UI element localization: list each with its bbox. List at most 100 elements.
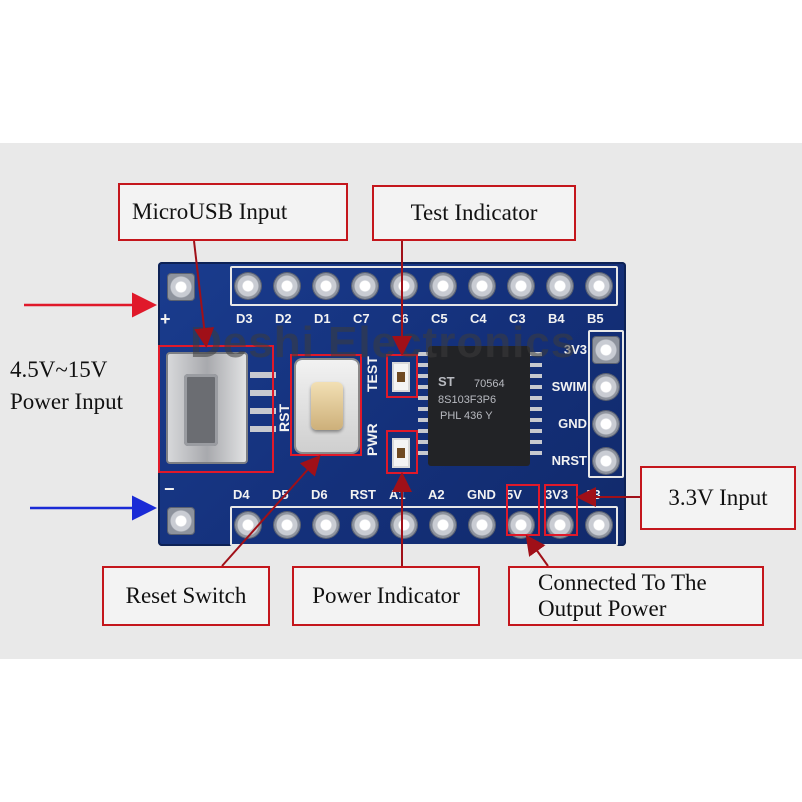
bottom-pin-label: A1 [389, 487, 406, 502]
power-led [392, 438, 410, 468]
connected-output-callout: Connected To The Output Power [508, 566, 764, 626]
bottom-pin-3v3 [547, 512, 573, 538]
stm8-chip: ST 70564 8S103F3P6 PHL 436 Y [428, 346, 530, 466]
connected-output-line2: Output Power [538, 596, 667, 621]
microusb-port-opening [184, 374, 218, 446]
test-indicator-label: Test Indicator [410, 200, 538, 225]
power-led-die [397, 448, 405, 458]
chip-leg [418, 363, 430, 367]
top-pin-c7 [352, 273, 378, 299]
bottom-pin-rst [352, 512, 378, 538]
top-pin-label: C3 [509, 311, 526, 326]
3v3-input-callout: 3.3V Input [640, 466, 796, 530]
power-indicator-label: Power Indicator [312, 583, 460, 608]
connected-output-line1: Connected To The [538, 570, 707, 595]
chip-leg [530, 363, 542, 367]
reset-switch-cap [311, 382, 343, 430]
chip-leg [418, 451, 430, 455]
bottom-pin-gnd [469, 512, 495, 538]
side-pin-label: GND [558, 416, 587, 431]
reset-switch-callout: Reset Switch [102, 566, 270, 626]
chip-marking-line: 8S103F3P6 [438, 394, 497, 406]
top-header-frame [230, 266, 618, 306]
chip-leg [530, 374, 542, 378]
chip-leg [418, 374, 430, 378]
power-input-line1: 4.5V~15V [10, 357, 108, 382]
bottom-pin-label: D6 [311, 487, 328, 502]
side-pin-swim [593, 374, 619, 400]
bottom-pin-label: A3 [584, 487, 601, 502]
watermark: Deshi Electronics [190, 318, 577, 367]
3v3-input-label: 3.3V Input [668, 485, 768, 510]
top-pin-label: B5 [587, 311, 604, 326]
3v3-pin-highlight [544, 484, 578, 536]
usb-lead [250, 390, 276, 396]
chip-leg [418, 396, 430, 400]
top-pin-c5 [430, 273, 456, 299]
top-pin-label: D1 [314, 311, 331, 326]
usb-lead [250, 426, 276, 432]
chip-leg [418, 440, 430, 444]
chip-marking-line: 70564 [474, 378, 505, 390]
test-indicator-callout: Test Indicator [372, 185, 576, 241]
side-pin-label: 3V3 [563, 342, 587, 357]
usb-lead [250, 408, 276, 414]
power-indicator-callout: Power Indicator [292, 566, 480, 626]
chip-leg [418, 385, 430, 389]
plus-power-pad [168, 274, 194, 300]
side-pin-nrst [593, 448, 619, 474]
top-pin-label: C5 [431, 311, 448, 326]
side-pin-label: NRST [551, 453, 587, 468]
power-input-line2: Power Input [10, 389, 124, 414]
top-pin-label: D2 [275, 311, 292, 326]
microusb-highlight [158, 345, 274, 473]
test-led [392, 362, 410, 392]
side-header-frame [588, 330, 624, 478]
5v-pin-highlight [506, 484, 540, 536]
chip-leg [530, 407, 542, 411]
bottom-pin-label: RST [350, 487, 376, 502]
bottom-pin-d5 [274, 512, 300, 538]
chip-leg [530, 352, 542, 356]
bottom-pin-label: D5 [272, 487, 289, 502]
top-pin-d2 [274, 273, 300, 299]
top-pin-label: D3 [236, 311, 253, 326]
chip-leg [530, 396, 542, 400]
side-pin-3v3 [593, 337, 619, 363]
bottom-pin-d6 [313, 512, 339, 538]
top-pin-c6 [391, 273, 417, 299]
chip-logo: ST [438, 374, 455, 389]
test-led-die [397, 372, 405, 382]
usb-lead [250, 372, 276, 378]
minus-silk-label: − [164, 479, 175, 499]
chip-leg [418, 407, 430, 411]
bottom-pin-a2 [430, 512, 456, 538]
top-pin-d3 [235, 273, 261, 299]
side-pin-gnd [593, 411, 619, 437]
top-pin-label: B4 [548, 311, 565, 326]
chip-leg [418, 418, 430, 422]
bottom-pin-label: 3V3 [545, 487, 569, 502]
chip-leg [530, 429, 542, 433]
chip-leg [418, 352, 430, 356]
bottom-pin-a3 [586, 512, 612, 538]
minus-power-pad [168, 508, 194, 534]
pwr-silk-label: PWR [364, 423, 380, 456]
reset-switch [296, 360, 358, 452]
top-pin-label: C4 [470, 311, 487, 326]
side-pin-label: SWIM [551, 379, 587, 394]
chip-leg [530, 451, 542, 455]
bottom-pin-label: A2 [428, 487, 445, 502]
microusb-connector [166, 352, 248, 464]
bottom-pin-label: 5V [506, 487, 522, 502]
microusb-input-label: MicroUSB Input [132, 199, 288, 224]
top-pin-c4 [469, 273, 495, 299]
chip-leg [530, 440, 542, 444]
microusb-input-callout: MicroUSB Input [118, 183, 348, 241]
top-pin-label: C7 [353, 311, 370, 326]
bottom-pin-label: GND [467, 487, 496, 502]
top-pin-d1 [313, 273, 339, 299]
bottom-pin-label: D4 [233, 487, 250, 502]
bottom-pin-d4 [235, 512, 261, 538]
